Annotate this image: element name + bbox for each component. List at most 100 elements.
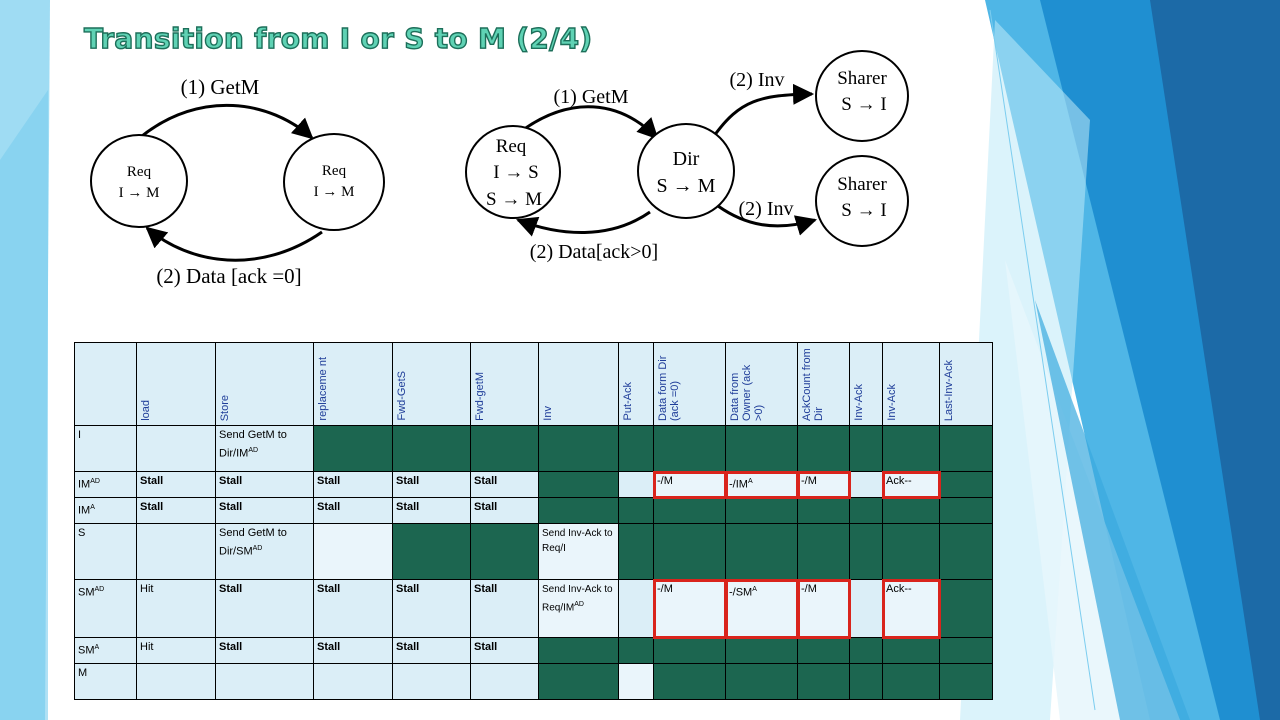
column-header-text: Data from Owner (ack >0) xyxy=(729,364,765,421)
table-cell xyxy=(618,663,654,700)
node-label: I → M xyxy=(119,185,160,201)
table-cell xyxy=(215,663,314,700)
table-cell xyxy=(653,663,726,700)
state-label: IM xyxy=(78,478,91,491)
node-label: I → M xyxy=(314,184,355,200)
edge-label-getm: (1) GetM xyxy=(554,86,629,108)
table-cell xyxy=(882,425,940,472)
data-arrow xyxy=(516,210,651,237)
table-cell xyxy=(797,425,850,472)
table-cell: Stall xyxy=(470,579,539,638)
table-cell xyxy=(392,663,471,700)
column-header-text: Data form Dir (ack =0) xyxy=(657,355,681,421)
table-row: S Send GetM to Dir/SMAD Send Inv-Ack to … xyxy=(74,523,993,580)
table-row: I Send GetM to Dir/IMAD xyxy=(74,425,993,472)
table-cell xyxy=(849,637,883,664)
table-cell xyxy=(849,663,883,700)
sharer-node xyxy=(815,50,909,142)
table-row: IMAD Stall Stall Stall Stall Stall -/M -… xyxy=(74,470,993,499)
column-header: Store xyxy=(215,342,314,426)
table-cell xyxy=(882,637,940,664)
cell-sup: AD xyxy=(248,447,259,454)
table-cell: Hit xyxy=(136,637,216,664)
column-header-text: load xyxy=(140,400,152,421)
table-cell xyxy=(538,471,619,498)
column-header-text: replaceme nt xyxy=(317,357,329,421)
table-cell: Stall xyxy=(215,471,314,498)
table-row: SMAD Hit Stall Stall Stall Stall Send In… xyxy=(74,578,993,639)
table-cell: Stall xyxy=(136,471,216,498)
table-cell xyxy=(136,425,216,472)
table-cell xyxy=(313,523,393,580)
table-cell-highlight: -/SMA xyxy=(724,578,799,639)
table-cell: Stall xyxy=(470,471,539,498)
table-cell xyxy=(939,425,993,472)
table-cell xyxy=(470,523,539,580)
table-cell xyxy=(797,637,850,664)
edge-label-data: (2) Data[ack>0] xyxy=(530,241,658,263)
column-header-text: Fwd-getM xyxy=(474,372,486,421)
table-cell xyxy=(797,663,850,700)
state-label: M xyxy=(78,667,88,679)
table-cell xyxy=(653,425,726,472)
table-cell: Stall xyxy=(313,579,393,638)
table-cell-highlight: Ack-- xyxy=(881,470,941,499)
table-cell xyxy=(136,523,216,580)
table-cell xyxy=(939,523,993,580)
edge-label-inv: (2) Inv xyxy=(730,69,785,91)
state-sup: AD xyxy=(94,586,105,593)
table-cell xyxy=(725,497,798,524)
table-cell xyxy=(725,637,798,664)
req-node-left xyxy=(90,134,188,228)
table-cell xyxy=(653,523,726,580)
table-cell xyxy=(849,471,883,498)
getm-arrow xyxy=(141,103,314,140)
table-cell xyxy=(618,579,654,638)
column-header-text: Inv-Ack xyxy=(886,384,898,421)
table-cell xyxy=(470,425,539,472)
req-node xyxy=(465,125,561,219)
cell-text: -/SM xyxy=(729,586,753,599)
table-cell xyxy=(725,425,798,472)
edge-label-inv: (2) Inv xyxy=(739,198,794,220)
node-label: S → M xyxy=(486,189,542,210)
table-cell xyxy=(313,425,393,472)
column-header: Inv-Ack xyxy=(882,342,940,426)
state-cell: SMAD xyxy=(74,579,137,638)
table-cell xyxy=(538,425,619,472)
table-cell: Hit xyxy=(136,579,216,638)
table-cell xyxy=(939,663,993,700)
cell-sup: A xyxy=(752,586,757,593)
column-header: AckCount from Dir xyxy=(797,342,850,426)
table-cell xyxy=(882,497,940,524)
column-header: Fwd-getM xyxy=(470,342,539,426)
column-header-text: Store xyxy=(219,394,231,421)
node-label: Sharer xyxy=(837,174,887,195)
table-cell xyxy=(618,471,654,498)
table-cell xyxy=(849,425,883,472)
state-sup: AD xyxy=(90,478,100,485)
table-cell: Stall xyxy=(392,471,471,498)
table-cell-highlight: Ack-- xyxy=(881,578,941,639)
table-cell xyxy=(538,663,619,700)
state-cell: I xyxy=(74,425,137,472)
table-cell xyxy=(797,523,850,580)
node-label: Dir xyxy=(673,148,700,170)
left-diagram: Req I → M Req I → M (1) GetM (2) Data [a… xyxy=(90,75,385,288)
column-header-text: Fwd-GetS xyxy=(396,371,408,421)
table-cell xyxy=(618,637,654,664)
node-label: Req xyxy=(322,163,347,179)
column-header: Fwd-GetS xyxy=(392,342,471,426)
right-diagram: Req I → S S → M Dir S → M Sharer S → I S… xyxy=(465,50,909,263)
column-header-text: Last-Inv-Ack xyxy=(943,359,955,421)
table-cell xyxy=(939,579,993,638)
column-header: Inv-Ack xyxy=(849,342,883,426)
table-cell xyxy=(849,523,883,580)
table-cell: Send Inv-Ack to Req/IMAD xyxy=(538,579,619,638)
table-cell xyxy=(939,497,993,524)
column-header-text: Put-Ack xyxy=(622,382,634,421)
state-sup: A xyxy=(94,644,100,651)
table-cell xyxy=(470,663,539,700)
column-header: Last-Inv-Ack xyxy=(939,342,993,426)
state-label: I xyxy=(78,429,82,441)
